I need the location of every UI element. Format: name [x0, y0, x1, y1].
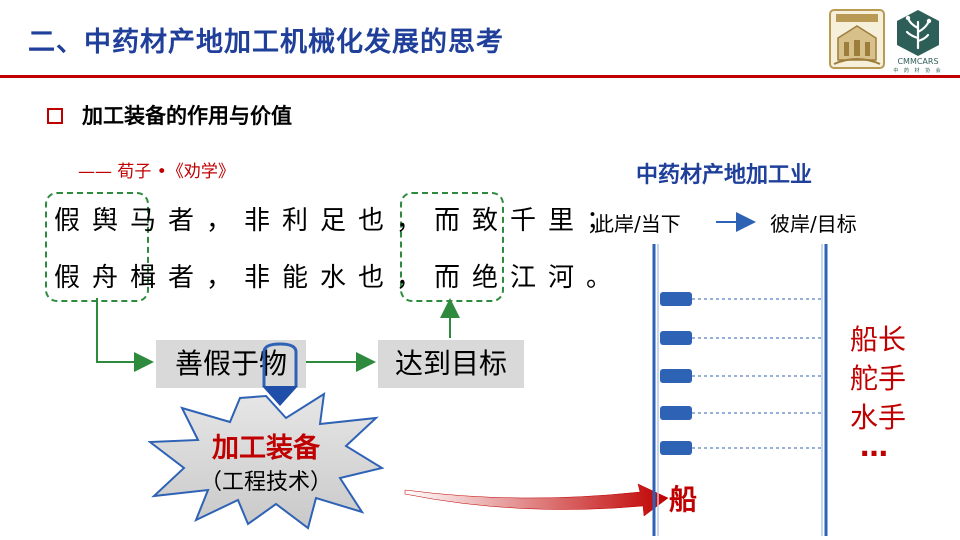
logo-text: CMMCARS — [897, 57, 939, 66]
ship-row-1 — [660, 292, 822, 306]
university-logo — [829, 9, 885, 69]
ship-row-5 — [660, 441, 822, 455]
quote-source: —— 荀子 •《劝学》 — [78, 162, 235, 182]
poem-line1-end: ； — [586, 206, 625, 236]
crew-sailor: 水手 — [850, 401, 907, 434]
poem-line1-middle: 者，非利足也，而 — [168, 206, 473, 236]
crew-helmsman: 舵手 — [850, 362, 907, 395]
poem-line-1: 假舆马者，非利足也，而致千里； — [54, 200, 624, 237]
page-title: 二、中药材产地加工机械化发展的思考 — [28, 27, 504, 58]
other-shore-label: 彼岸/目标 — [770, 212, 857, 236]
crew-captain: 船长 — [850, 323, 907, 356]
this-shore-label: 此岸/当下 — [594, 212, 681, 236]
flow-box-borrow-label: 善假于物 — [174, 347, 287, 380]
poem-line2-goal: 绝江河 — [472, 263, 587, 293]
blue-down-arrow-icon — [262, 342, 298, 406]
burst-title: 加工装备 — [212, 433, 320, 464]
crew-ellipsis: … — [860, 430, 888, 463]
poem-line1-borrow: 假舆马 — [54, 206, 169, 236]
flow-box-goal-label: 达到目标 — [394, 347, 507, 380]
connector-borrow-to-box — [96, 298, 154, 372]
bullet-square-icon — [47, 108, 63, 124]
industry-title: 中药材产地加工业 — [636, 163, 813, 188]
starburst-shape — [148, 392, 384, 530]
section-heading: 加工装备的作用与价值 — [82, 104, 292, 128]
poem-line1-goal: 致千里 — [472, 206, 587, 236]
logo-subtext: 中 药 材 协 会 — [893, 68, 943, 74]
curved-red-arrow — [404, 483, 669, 517]
river-diagram — [652, 244, 828, 536]
ship-row-3 — [660, 369, 822, 383]
poem-line2-borrow: 假舟楫 — [54, 263, 169, 293]
burst-subtitle: （工程技术） — [199, 470, 332, 495]
poem-line-2: 假舟楫者，非能水也，而绝江河。 — [54, 257, 624, 294]
boat-label: 船 — [669, 483, 698, 516]
flow-box-borrow-things: 善假于物 — [156, 340, 306, 388]
flow-box-reach-goal: 达到目标 — [378, 340, 524, 388]
title-divider — [0, 75, 960, 78]
ship-row-4 — [660, 406, 822, 420]
poem-line2-middle: 者，非能水也，而 — [168, 263, 473, 293]
poem-line2-end: 。 — [586, 263, 625, 293]
cmmcars-logo-icon — [897, 10, 939, 56]
ship-row-2 — [660, 331, 822, 345]
